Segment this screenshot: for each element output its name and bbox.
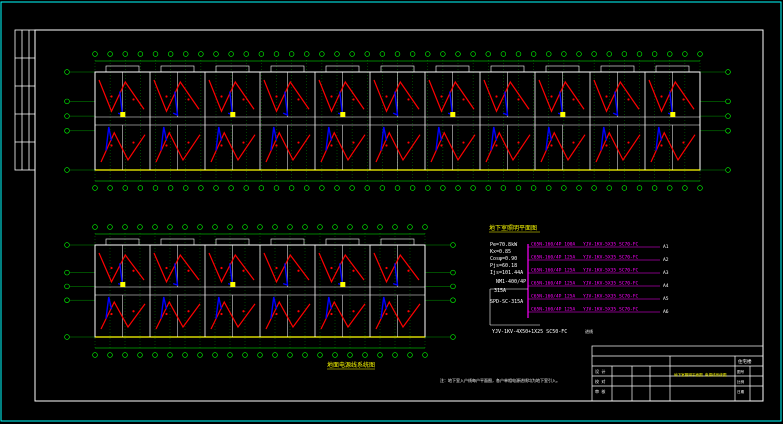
title-project: 住宅楼	[738, 358, 752, 365]
circuit-breaker: C65N-160/4P 100A	[531, 242, 575, 248]
circuit-id: A1	[663, 244, 669, 250]
lower-plan	[64, 224, 456, 358]
circuit-breaker: C65N-160/4P 125A	[531, 268, 575, 274]
breaker-rating: 315A	[494, 288, 506, 294]
circuit-id: A4	[663, 283, 669, 289]
title-block	[591, 345, 764, 402]
circuit-cable: YJV-1KV-5X35 SC70-FC	[583, 268, 639, 274]
load-calc-pe: Pe=70.8kW	[490, 242, 518, 248]
title-label-scale: 比例	[737, 379, 745, 384]
circuit-id: A5	[663, 296, 669, 302]
incoming-tag: 进线	[585, 328, 593, 334]
title-row-check: 校 对	[595, 378, 605, 384]
title-label-date: 日期	[737, 389, 745, 394]
title-row-review: 审 核	[595, 388, 605, 394]
circuit-breaker: C65N-160/4P 125A	[531, 281, 575, 287]
spd-label: SPD-SC-315A	[490, 299, 523, 305]
circuit-breaker: C65N-160/4P 125A	[531, 255, 575, 261]
upper-plan	[64, 51, 731, 191]
incoming-line: YJV-1KV-4X50+1X25 SC50-FC	[492, 329, 567, 335]
title-drawing-name: 地下室照明平面图 电源线系统图	[674, 372, 727, 377]
load-calc-kx: Kx=0.85	[490, 249, 511, 255]
circuit-id: A2	[663, 257, 669, 263]
circuit-id: A6	[663, 309, 669, 315]
bottom-caption: 地面电源线系统图	[327, 361, 375, 369]
circuit-cable: YJV-1KV-5X35 SC70-FC	[583, 294, 639, 300]
circuit-cable: YJV-1KV-5X35 SC70-FC	[583, 281, 639, 287]
title-row-design: 设 计	[595, 368, 605, 374]
circuit-row: C65N-160/4P 125A YJV-1KV-5X35 SC70-FC A4	[528, 281, 669, 289]
load-calc-cos: Cosφ=0.90	[490, 256, 517, 262]
circuit-breaker: C65N-160/4P 125A	[531, 307, 575, 313]
circuit-row: C65N-160/4P 125A YJV-1KV-5X35 SC70-FC A3	[528, 268, 669, 276]
circuit-row: C65N-160/4P 125A YJV-1KV-5X35 SC70-FC A6	[528, 307, 669, 315]
title-label-no: 图号	[737, 369, 745, 374]
binding-strip	[14, 29, 36, 171]
general-note: 注：地下室入户线每户平面图，各户单相电源进线均为地下室引入。	[440, 377, 560, 383]
circuit-row: C65N-160/4P 125A YJV-1KV-5X35 SC70-FC A5	[528, 294, 669, 302]
load-calc: Pe=70.8kW Kx=0.85 Cosφ=0.90 Pjs=60.18 Ij…	[490, 242, 523, 276]
system-diagram: NM1-400/4P 315A SPD-SC-315A YJV-1KV-4X50…	[489, 242, 669, 335]
breaker-label: NM1-400/4P	[496, 279, 526, 285]
drawing-frame	[34, 29, 764, 402]
plan-title: 地下室照明平面图	[489, 224, 537, 232]
circuit-breaker: C65N-160/4P 125A	[531, 294, 575, 300]
circuit-id: A3	[663, 270, 669, 276]
circuit-row: C65N-160/4P 125A YJV-1KV-5X35 SC70-FC A2	[528, 255, 669, 263]
load-calc-pjs: Pjs=60.18	[490, 263, 517, 269]
circuit-cable: YJV-1KV-5X35 SC70-FC	[583, 255, 639, 261]
circuit-row: C65N-160/4P 100A YJV-1KV-5X35 SC70-FC A1	[528, 242, 669, 250]
load-calc-ijs: Ijs=101.44A	[490, 270, 523, 276]
circuit-cable: YJV-1KV-5X35 SC70-FC	[583, 307, 639, 313]
circuit-cable: YJV-1KV-5X35 SC70-FC	[583, 242, 639, 248]
floor-plans	[64, 51, 731, 358]
